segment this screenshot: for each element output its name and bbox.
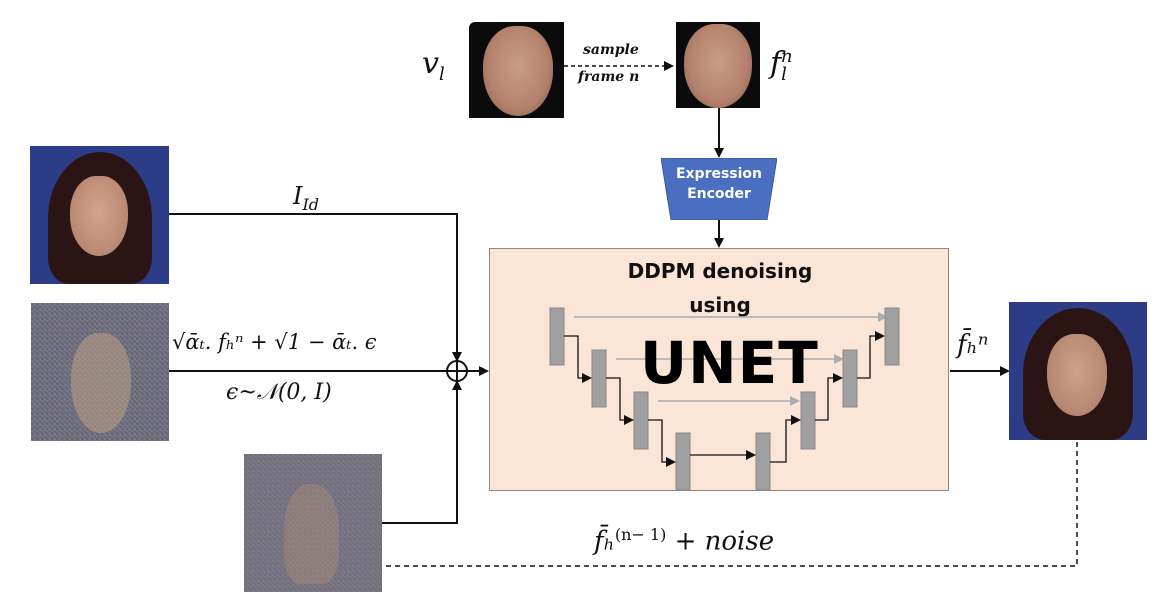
- expression-encoder: Expression Encoder: [661, 158, 777, 220]
- encoder-label-line1: Expression: [675, 166, 763, 182]
- box-title-line2: using: [689, 293, 751, 317]
- sampled-frame-face: [676, 22, 760, 108]
- unet-block: [633, 391, 649, 450]
- expression-video-face: [469, 22, 564, 118]
- sample-label-line1: sample: [583, 42, 639, 58]
- feedback-label-main: f̄ₕ: [594, 526, 615, 557]
- unet-block: [675, 432, 691, 491]
- unet-block: [755, 432, 771, 491]
- sample-label-line2: frame n: [578, 69, 640, 85]
- unet-block: [884, 307, 900, 366]
- unet-block: [591, 349, 607, 408]
- ddpm-denoising-box: DDPM denoising using UNET: [489, 248, 949, 491]
- feedback-label-sup: (n− 1): [614, 525, 667, 544]
- frame-label: fln: [770, 46, 793, 85]
- noisy-previous-frame-image: [244, 454, 382, 592]
- identity-label: IId: [293, 182, 320, 214]
- noisy-target-image: [31, 303, 169, 441]
- identity-path: [169, 213, 462, 362]
- unet-block: [800, 391, 816, 450]
- noise-formula: √ᾱₜ. fₕⁿ + √1 − ᾱₜ. ϵ: [172, 330, 377, 354]
- unet-block: [549, 307, 565, 366]
- unet-label: UNET: [640, 329, 819, 397]
- encoder-label-line2: Encoder: [687, 186, 751, 202]
- output-label: f̄ₕⁿ: [957, 330, 989, 360]
- generated-output-image: [1009, 302, 1147, 440]
- feedback-label: f̄ₕ(n− 1) + noise: [594, 525, 774, 557]
- video-label: vl: [422, 46, 445, 85]
- unet-block: [842, 349, 858, 408]
- previous-frame-path: [382, 380, 462, 524]
- feedback-label-tail: + noise: [666, 526, 775, 557]
- noise-distribution: ϵ~𝒩(0, I): [226, 380, 332, 405]
- feedback-dashed-path: [382, 442, 1078, 567]
- identity-image: [30, 146, 169, 284]
- box-title-line1: DDPM denoising: [627, 259, 813, 283]
- unet-diagram: [549, 307, 900, 491]
